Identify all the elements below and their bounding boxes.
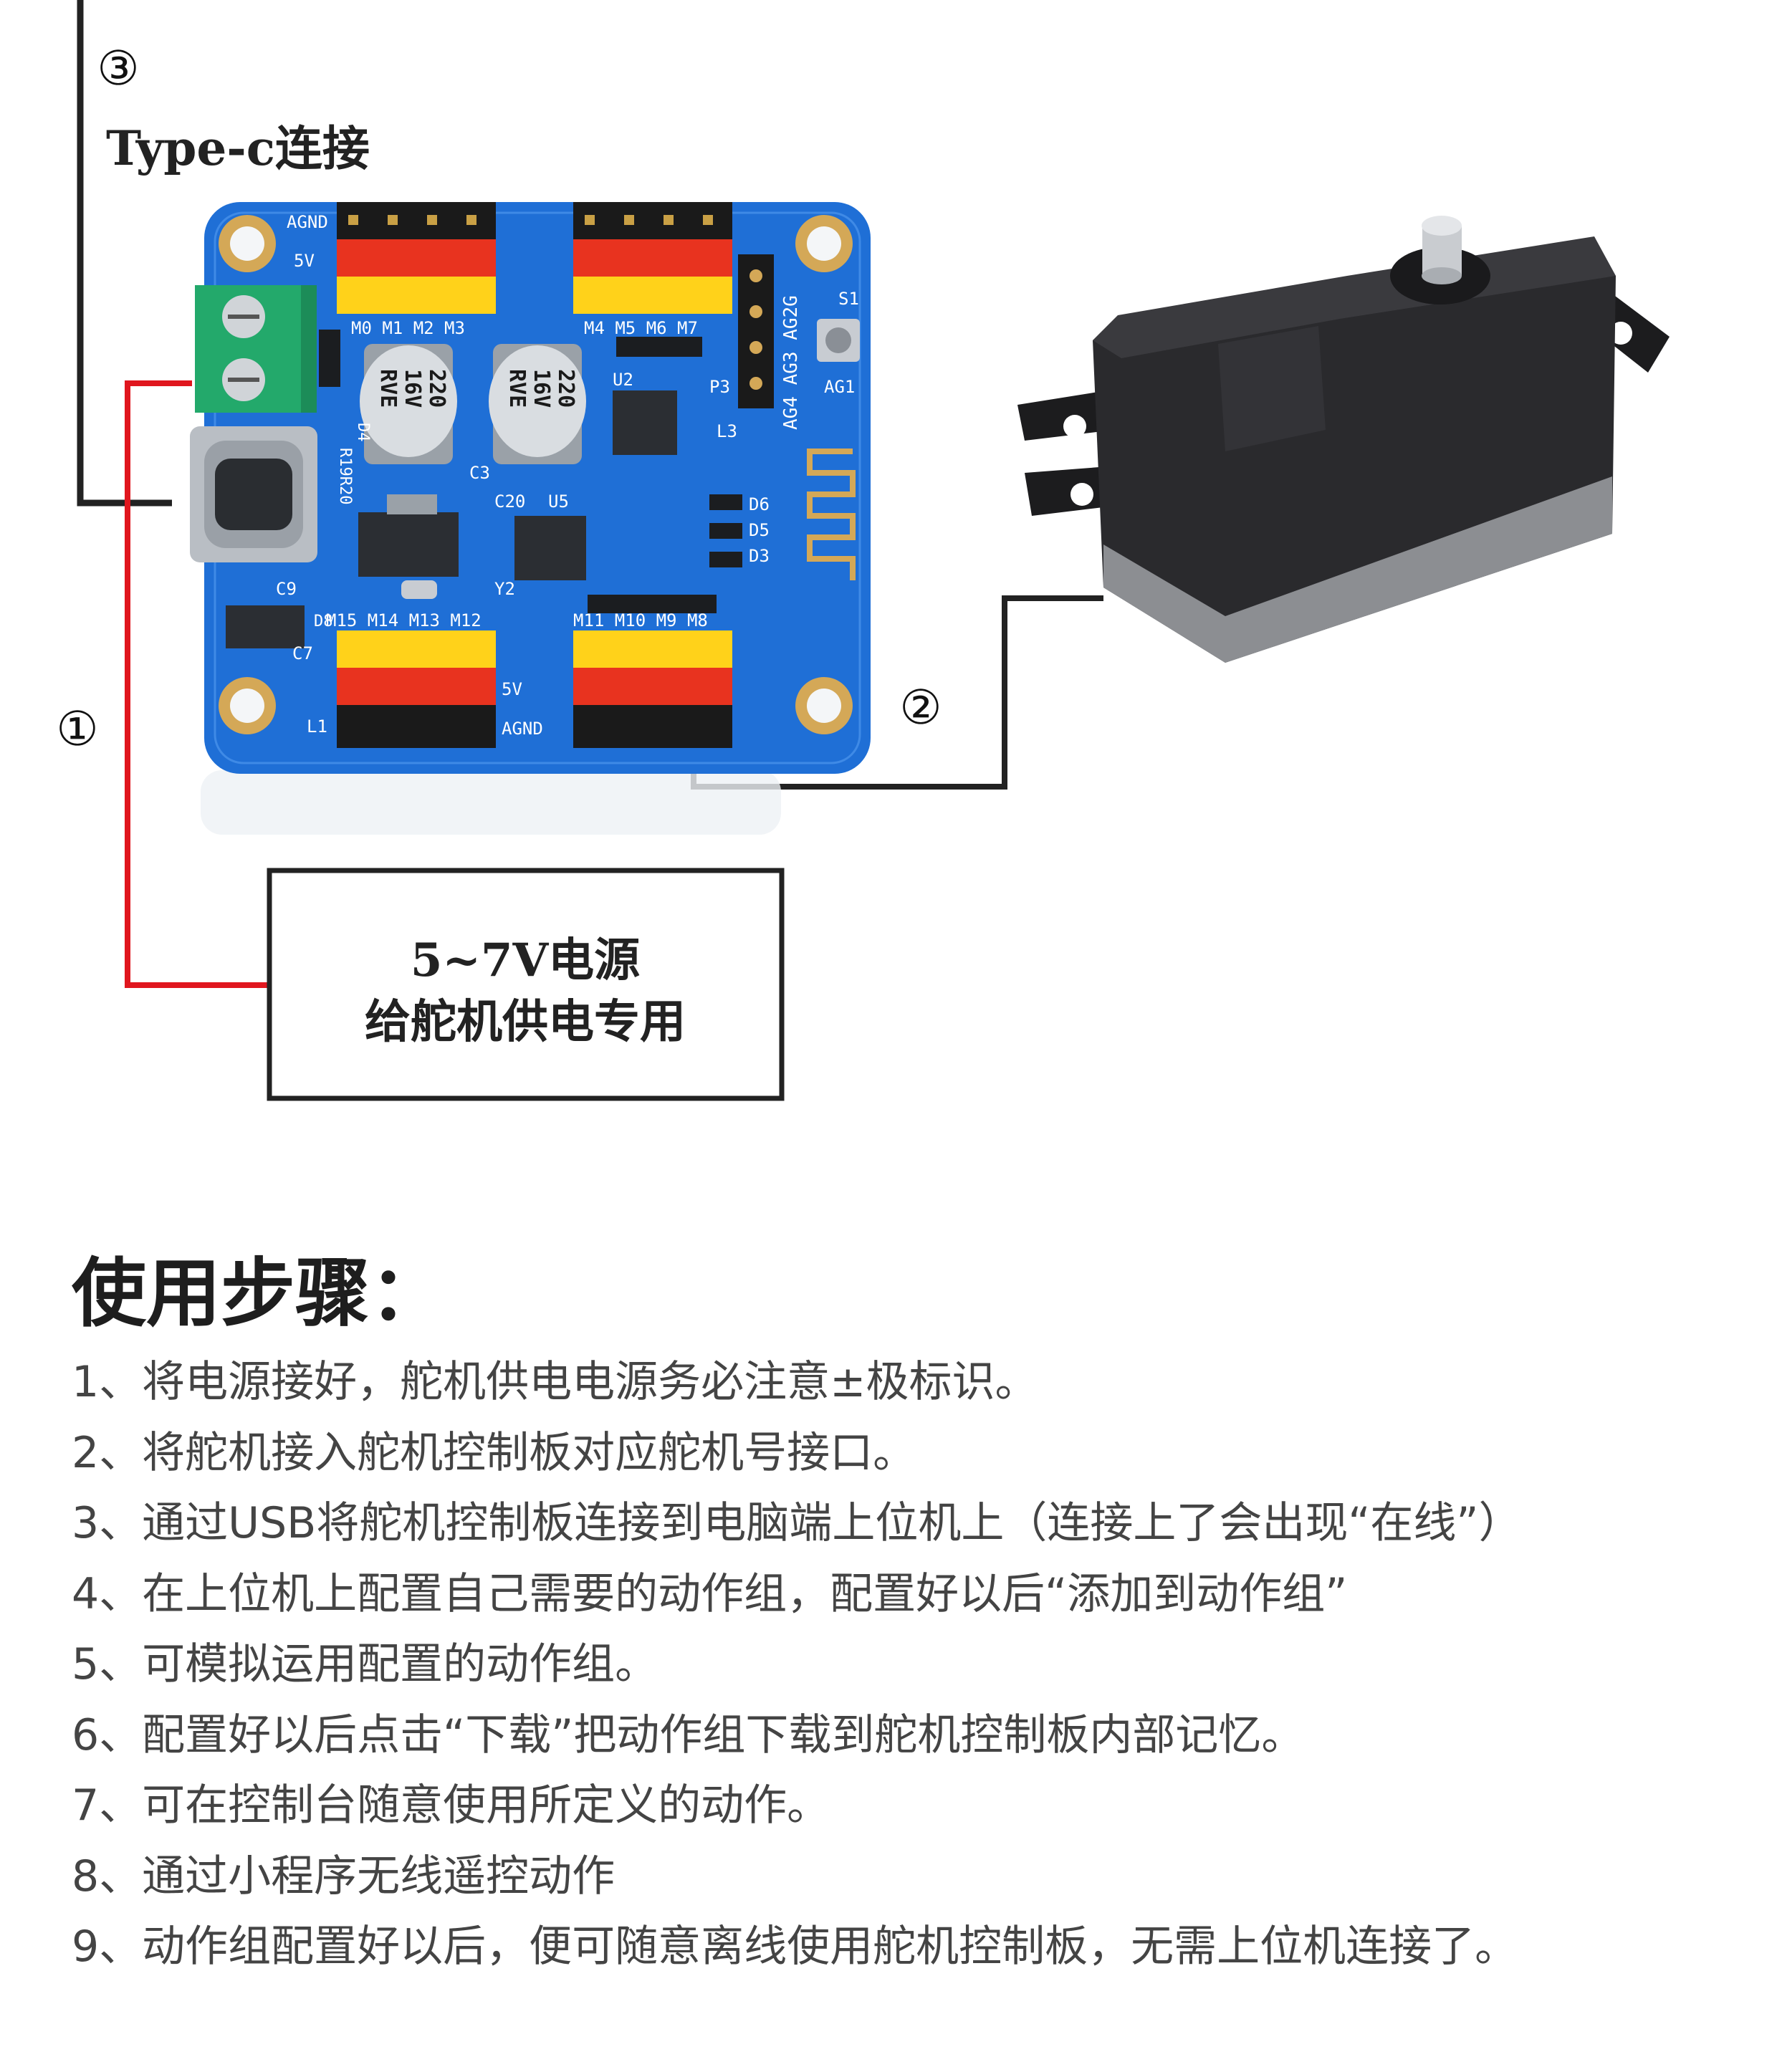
svg-text:C7: C7 bbox=[292, 643, 313, 663]
mounting-hole bbox=[219, 677, 276, 734]
svg-text:AGND: AGND bbox=[502, 719, 543, 739]
svg-text:S1: S1 bbox=[838, 289, 859, 309]
svg-text:R19R20: R19R20 bbox=[336, 448, 354, 504]
svg-text:M0 M1 M2 M3: M0 M1 M2 M3 bbox=[351, 318, 465, 338]
svg-text:16V: 16V bbox=[529, 369, 554, 408]
step-item: 5、可模拟运用配置的动作组。 bbox=[72, 1639, 658, 1689]
typec-connection-line bbox=[77, 0, 172, 507]
svg-text:AG4 AG3 AG2G: AG4 AG3 AG2G bbox=[780, 295, 802, 430]
svg-text:C3: C3 bbox=[469, 463, 490, 483]
servo-header-m0-m3 bbox=[337, 202, 496, 314]
callout-1: ① bbox=[56, 701, 98, 757]
servo-control-board: 220 16V RVE 220 16V RVE AGND 5V bbox=[190, 202, 871, 835]
capacitor-right: 220 16V RVE bbox=[489, 344, 586, 464]
aux-header bbox=[738, 254, 774, 408]
svg-text:M4 M5 M6 M7: M4 M5 M6 M7 bbox=[584, 318, 698, 338]
step-item: 6、配置好以后点击“下载”把动作组下载到舵机控制板内部记忆。 bbox=[72, 1709, 1305, 1760]
svg-text:220: 220 bbox=[553, 369, 578, 408]
step-item: 7、可在控制台随意使用所定义的动作。 bbox=[72, 1780, 830, 1831]
servo-header-m8-m11 bbox=[573, 630, 732, 748]
svg-text:U2: U2 bbox=[613, 370, 633, 390]
svg-text:L3: L3 bbox=[717, 421, 737, 441]
svg-text:D4: D4 bbox=[354, 423, 372, 442]
svg-text:16V: 16V bbox=[400, 369, 425, 408]
reset-button bbox=[817, 319, 860, 362]
svg-text:C9: C9 bbox=[276, 579, 297, 599]
svg-text:AGND: AGND bbox=[287, 212, 328, 232]
step-item: 2、将舵机接入舵机控制板对应舵机号接口。 bbox=[72, 1427, 916, 1478]
driver-chip bbox=[226, 605, 305, 648]
steps-list: 1、将电源接好，舵机供电电源务必注意±极标识。 2、将舵机接入舵机控制板对应舵机… bbox=[72, 1347, 1741, 1982]
wiring-diagram: ③ Type-c连接 ① ② 5~7V电源 给舵机供电专用 bbox=[56, 0, 1670, 1101]
svg-text:Y2: Y2 bbox=[494, 579, 515, 599]
svg-text:M15 M14 M13 M12: M15 M14 M13 M12 bbox=[326, 610, 482, 630]
svg-text:D8: D8 bbox=[314, 613, 333, 630]
mounting-hole bbox=[219, 215, 276, 272]
svg-text:D6: D6 bbox=[749, 494, 770, 514]
typec-port bbox=[190, 426, 317, 562]
step-item: 4、在上位机上配置自己需要的动作组，配置好以后“添加到动作组” bbox=[72, 1568, 1348, 1619]
pcb-antenna bbox=[807, 449, 856, 580]
svg-text:C20: C20 bbox=[494, 491, 525, 512]
svg-text:L1: L1 bbox=[307, 716, 327, 737]
power-connection-line bbox=[125, 380, 272, 988]
power-box-line1: 5~7V电源 bbox=[411, 934, 640, 987]
svg-text:D3: D3 bbox=[749, 546, 770, 566]
step-item: 3、通过USB将舵机控制板连接到电脑端上位机上（连接上了会出现“在线”） bbox=[72, 1498, 1522, 1548]
svg-text:RVE: RVE bbox=[504, 369, 530, 408]
power-box bbox=[267, 868, 785, 1101]
servo-motor bbox=[1017, 216, 1670, 663]
svg-text:P3: P3 bbox=[709, 377, 730, 397]
mounting-hole bbox=[795, 677, 853, 734]
power-terminal-block bbox=[195, 285, 317, 413]
wifi-chip bbox=[613, 390, 677, 455]
servo-header-m12-m15 bbox=[337, 630, 496, 748]
svg-text:D5: D5 bbox=[749, 520, 770, 540]
svg-text:M11 M10 M9 M8: M11 M10 M9 M8 bbox=[573, 610, 708, 630]
callout-2: ② bbox=[899, 680, 942, 735]
servo-header-m4-m7 bbox=[573, 202, 732, 314]
svg-text:220: 220 bbox=[424, 369, 449, 408]
svg-text:5V: 5V bbox=[502, 679, 522, 699]
step-item: 1、将电源接好，舵机供电电源务必注意±极标识。 bbox=[72, 1357, 1038, 1407]
callout-3: ③ bbox=[97, 41, 139, 96]
step-item: 9、动作组配置好以后，便可随意离线使用舵机控制板，无需上位机连接了。 bbox=[72, 1922, 1518, 1972]
step-item: 8、通过小程序无线遥控动作 bbox=[72, 1851, 616, 1901]
capacitor-left: 220 16V RVE bbox=[360, 344, 457, 464]
mcu-chip bbox=[514, 516, 586, 580]
svg-text:U5: U5 bbox=[548, 491, 569, 512]
svg-text:AG1: AG1 bbox=[824, 377, 855, 397]
power-box-line2: 给舵机供电专用 bbox=[365, 995, 686, 1049]
typec-label: Type-c连接 bbox=[106, 120, 370, 176]
svg-text:RVE: RVE bbox=[375, 369, 401, 408]
svg-text:5V: 5V bbox=[294, 251, 315, 271]
mounting-hole bbox=[795, 215, 853, 272]
regulator-chip bbox=[358, 512, 459, 577]
steps-title: 使用步骤： bbox=[72, 1249, 445, 1337]
